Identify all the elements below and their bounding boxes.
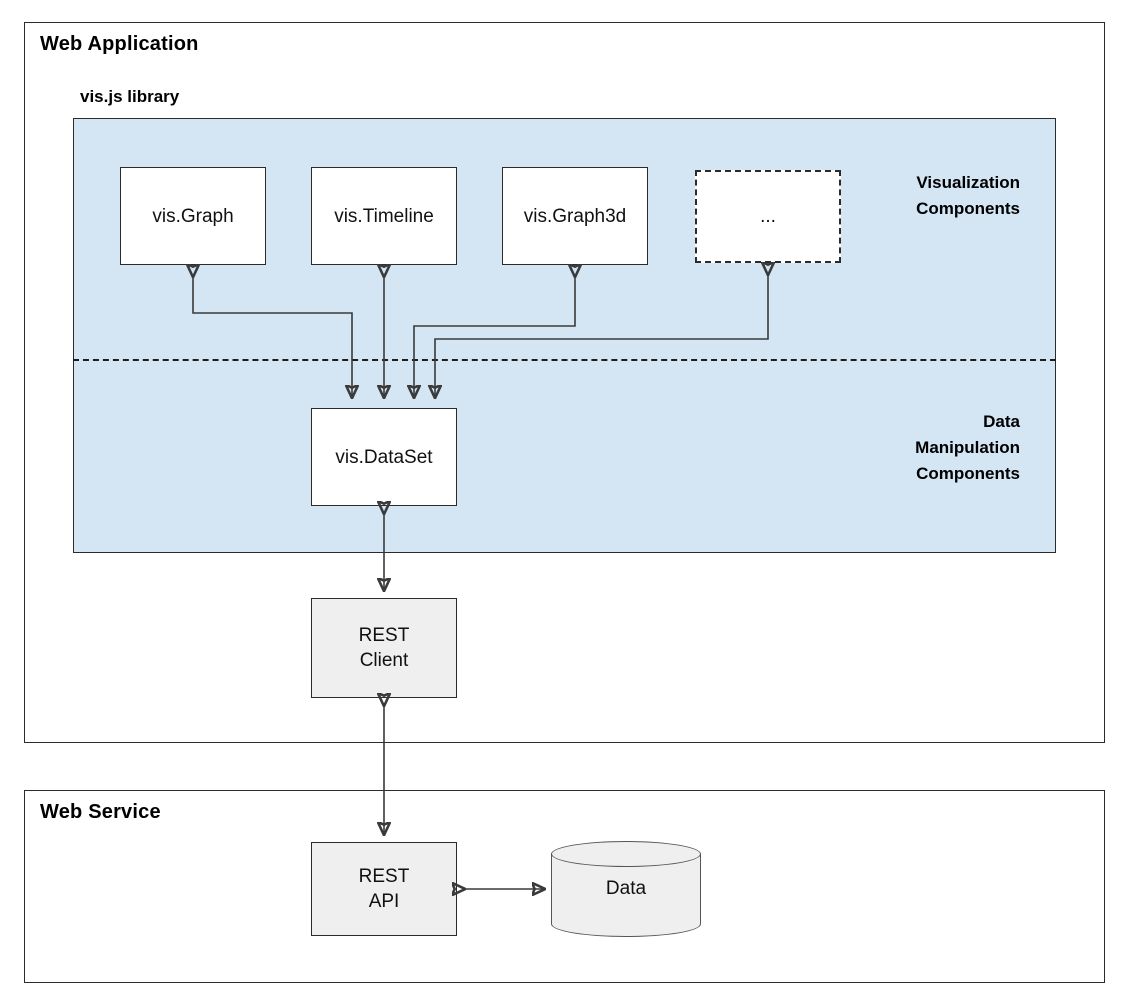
node-rest-api[interactable]: REST API <box>311 842 457 936</box>
node-vis-graph3d[interactable]: vis.Graph3d <box>502 167 648 265</box>
node-vis-timeline[interactable]: vis.Timeline <box>311 167 457 265</box>
node-data-store[interactable]: Data <box>551 841 701 937</box>
web-service-title: Web Service <box>40 801 161 823</box>
visualization-components-label: Visualization Components <box>916 173 1020 218</box>
node-more-components-placeholder[interactable]: ... <box>695 170 841 263</box>
visjs-library-title: vis.js library <box>80 87 180 106</box>
node-rest-client[interactable]: REST Client <box>311 598 457 698</box>
node-data-store-label: Data <box>605 878 647 899</box>
layer-divider <box>73 359 1056 361</box>
data-manipulation-components-label: Data Manipulation Components <box>915 412 1020 483</box>
node-vis-dataset[interactable]: vis.DataSet <box>311 408 457 506</box>
node-vis-graph[interactable]: vis.Graph <box>120 167 266 265</box>
cylinder-top-ellipse <box>551 841 701 867</box>
web-application-title: Web Application <box>40 33 199 55</box>
